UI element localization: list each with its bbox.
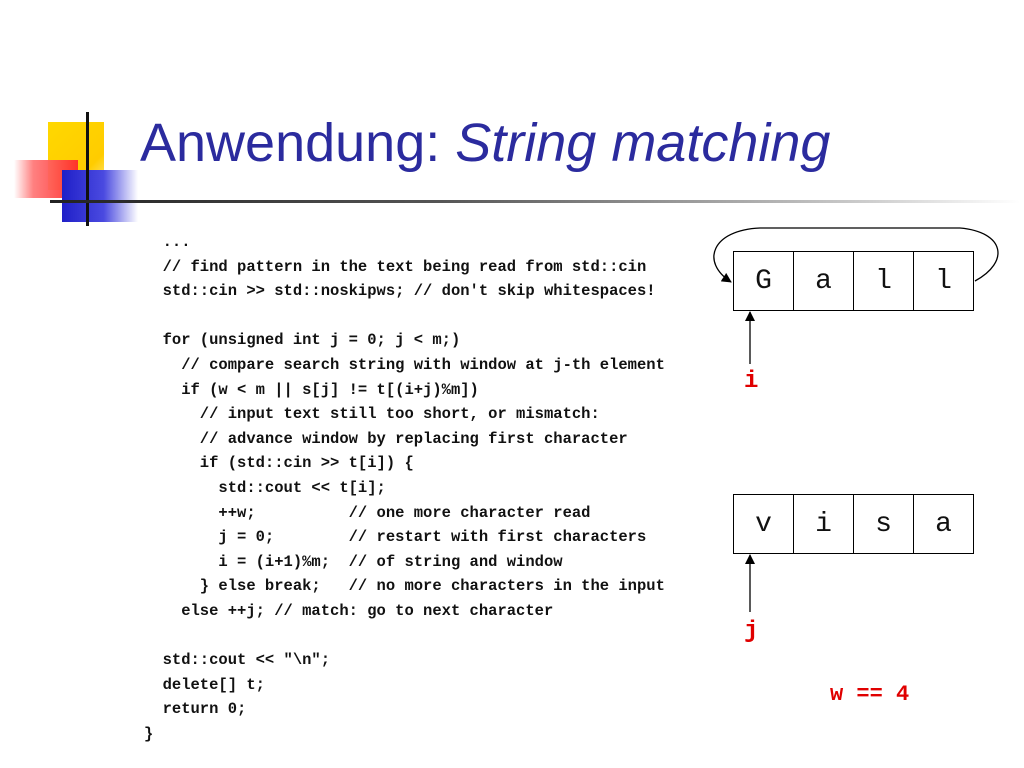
title-underline bbox=[50, 200, 1020, 203]
deco-vertical-line bbox=[86, 112, 89, 226]
code-line: return 0; bbox=[144, 700, 247, 719]
code-line: else ++j; // match: go to next character bbox=[144, 601, 554, 620]
code-line: ... bbox=[144, 233, 191, 251]
search-array: v i s a bbox=[733, 494, 974, 554]
code-line: std::cout << "\n"; bbox=[144, 651, 331, 670]
code-line: } bbox=[144, 724, 154, 743]
search-cell: i bbox=[793, 495, 853, 553]
code-line: for (unsigned int j = 0; j < m;) bbox=[144, 331, 461, 350]
code-line: // input text still too short, or mismat… bbox=[144, 405, 600, 424]
code-line: } else break; // no more characters in t… bbox=[144, 577, 665, 596]
code-line: if (w < m || s[j] != t[(i+j)%m]) bbox=[144, 380, 479, 399]
code-block: ... // find pattern in the text being re… bbox=[144, 230, 665, 746]
window-cell: l bbox=[913, 252, 973, 310]
code-line: if (std::cin >> t[i]) { bbox=[144, 454, 414, 473]
window-cell: a bbox=[793, 252, 853, 310]
code-line: // compare search string with window at … bbox=[144, 355, 665, 374]
code-line: std::cin >> std::noskipws; // don't skip… bbox=[144, 282, 656, 301]
deco-blue-square bbox=[62, 170, 138, 222]
title-emphasis: String matching bbox=[455, 113, 831, 173]
search-cell: v bbox=[755, 508, 772, 540]
wraparound-arrow bbox=[713, 227, 999, 283]
code-line: j = 0; // restart with first characters bbox=[144, 528, 647, 547]
code-line: ++w; // one more character read bbox=[144, 503, 591, 522]
code-line: delete[] t; bbox=[144, 675, 265, 694]
window-cell: G bbox=[755, 265, 772, 297]
window-array: G a l l bbox=[733, 251, 974, 311]
title-main: Anwendung: bbox=[140, 113, 456, 173]
index-j-label: j bbox=[744, 618, 759, 645]
slide-title: Anwendung: String matching bbox=[140, 112, 830, 174]
code-line: i = (i+1)%m; // of string and window bbox=[144, 552, 563, 571]
search-cell: a bbox=[913, 495, 973, 553]
window-cell: l bbox=[853, 252, 913, 310]
index-i-label: i bbox=[744, 368, 759, 395]
w-equals-label: w == 4 bbox=[830, 682, 910, 707]
code-line: std::cout << t[i]; bbox=[144, 478, 386, 497]
code-line: // find pattern in the text being read f… bbox=[144, 257, 647, 276]
code-line: // advance window by replacing first cha… bbox=[144, 429, 628, 448]
search-cell: s bbox=[853, 495, 913, 553]
